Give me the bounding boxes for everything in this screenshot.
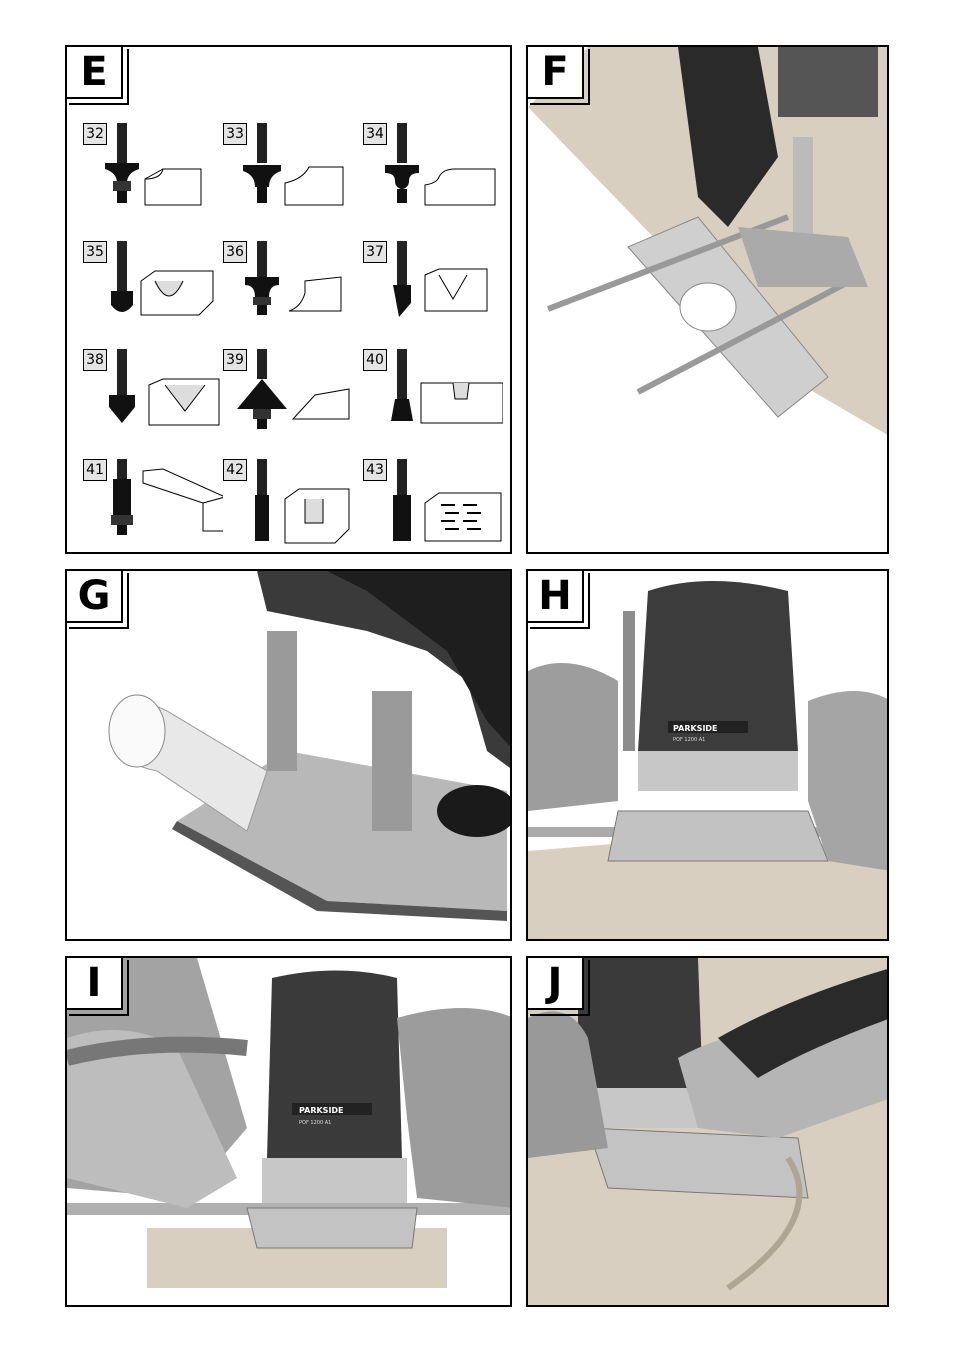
- cove-bit-icon: [243, 123, 344, 206]
- bit-35: 35: [83, 241, 223, 346]
- panel-j: J: [526, 956, 889, 1307]
- panel-e: E 32 33 34 35: [65, 45, 512, 554]
- flush-trim-bit-icon: [111, 459, 226, 535]
- bit-38: 38: [83, 349, 223, 454]
- parallel-guide-photo: [528, 47, 887, 435]
- bit-number: 34: [363, 123, 387, 145]
- straight-bit-icon: [255, 459, 350, 544]
- model-label: POF 1200 A1: [673, 737, 706, 743]
- bit-36: 36: [223, 241, 363, 346]
- rounding-bit-icon: [105, 123, 202, 206]
- bit-number: 41: [83, 459, 107, 481]
- model-label: POF 1200 A1: [299, 1120, 332, 1126]
- finger-joint-bit-icon: [393, 459, 502, 542]
- dust-extraction-photo: [108, 571, 510, 921]
- panel-label: E: [67, 47, 129, 105]
- router-curve-cut-photo: [528, 958, 887, 1305]
- v-point-bit-icon: [109, 349, 220, 426]
- bit-40: 40: [363, 349, 504, 454]
- panel-g: G: [65, 569, 512, 941]
- roman-ogee-bit-icon: [245, 241, 342, 315]
- bit-33: 33: [223, 123, 363, 228]
- bit-number: 32: [83, 123, 107, 145]
- brand-logo: PARKSIDE: [299, 1106, 344, 1115]
- ogee-bit-icon: [385, 123, 496, 206]
- core-box-bit-icon: [111, 241, 214, 316]
- panel-label: H: [528, 571, 590, 629]
- bit-32: 32: [83, 123, 223, 228]
- panel-i: PARKSIDE POF 1200 A1 I: [65, 956, 512, 1307]
- bit-number: 35: [83, 241, 107, 263]
- bit-number: 36: [223, 241, 247, 263]
- bit-number: 43: [363, 459, 387, 481]
- panel-label: I: [67, 958, 129, 1016]
- bit-number: 37: [363, 241, 387, 263]
- bit-43: 43: [363, 459, 503, 552]
- panel-label: J: [528, 958, 590, 1016]
- router-with-guide-photo: [528, 581, 887, 939]
- bit-34: 34: [363, 123, 503, 228]
- v-groove-bit-icon: [393, 241, 488, 317]
- chamfer-bit-icon: [237, 349, 350, 429]
- panel-f: F: [526, 45, 889, 554]
- panel-h: PARKSIDE POF 1200 A1 H: [526, 569, 889, 941]
- panel-label: F: [528, 47, 590, 105]
- bit-42: 42: [223, 459, 363, 552]
- bit-number: 33: [223, 123, 247, 145]
- brand-logo: PARKSIDE: [673, 724, 718, 733]
- bit-number: 42: [223, 459, 247, 481]
- bit-41: 41: [83, 459, 226, 552]
- bit-number: 39: [223, 349, 247, 371]
- panel-label: G: [67, 571, 129, 629]
- bit-number: 40: [363, 349, 387, 371]
- bit-37: 37: [363, 241, 503, 346]
- bit-number: 38: [83, 349, 107, 371]
- router-groove-cut-photo: [67, 958, 510, 1288]
- dovetail-bit-icon: [391, 349, 504, 424]
- bit-39: 39: [223, 349, 363, 454]
